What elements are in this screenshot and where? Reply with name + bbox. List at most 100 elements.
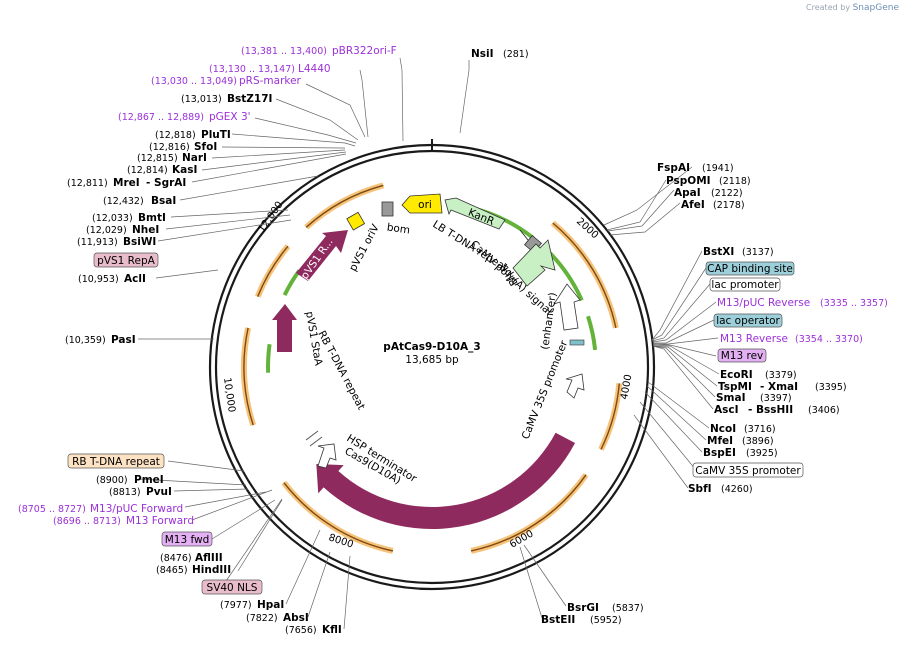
leader-lines (137, 57, 720, 630)
label-bstxi[interactable]: BstXI (703, 246, 734, 258)
enhancer-arrow[interactable] (553, 283, 581, 331)
pvs1-oriv-label: pVS1 oriV (347, 222, 382, 274)
label-sbfi[interactable]: SbfI (688, 483, 712, 495)
label-apai[interactable]: ApaI (674, 187, 701, 199)
label-nari[interactable]: NarI (182, 152, 207, 164)
label-pbr322[interactable]: pBR322ori-F (332, 45, 397, 57)
pvs1-repa-arrow[interactable] (296, 230, 348, 281)
rb-repeat-inner-label: RB T-DNA repeat (315, 329, 367, 412)
lac-segment[interactable] (569, 339, 585, 346)
label-mfei[interactable]: MfeI (707, 435, 733, 447)
label-pasi[interactable]: PasI (111, 334, 136, 346)
label-hpai[interactable]: HpaI (257, 599, 284, 611)
label-m13puc-reverse[interactable]: M13/pUC Reverse (717, 297, 810, 309)
label-bmti[interactable]: BmtI (138, 212, 166, 224)
label-pvui[interactable]: PvuI (146, 486, 172, 498)
label-m13-reverse-pos: (3354 .. 3370) (795, 334, 863, 345)
label-bsteii[interactable]: BstEII (541, 614, 575, 626)
label-pluti[interactable]: PluTI (201, 129, 231, 141)
tick-10000: 10,000 (221, 377, 237, 413)
label-mrei[interactable]: MreI (113, 177, 140, 189)
label-apai-pos: (2122) (711, 188, 743, 199)
pvs1-oriv-box[interactable] (346, 211, 366, 231)
label-kfli[interactable]: KflI (322, 624, 342, 636)
green-feature-arc[interactable] (282, 269, 301, 296)
pvs1-repa-box-label: pVS1 RepA (97, 255, 155, 267)
lac-operator-box[interactable] (713, 313, 783, 328)
kanr-arrow[interactable] (444, 197, 506, 230)
label-sfoi[interactable]: SfoI (194, 141, 217, 153)
label-xmai[interactable]: - XmaI (760, 381, 798, 393)
camv35s-box[interactable] (692, 462, 804, 478)
hsp-arrow[interactable] (317, 443, 337, 469)
blpr-arrow[interactable] (512, 239, 556, 287)
bom-box[interactable] (381, 201, 394, 217)
label-afei[interactable]: AfeI (681, 199, 705, 211)
label-bspei[interactable]: BspEI (703, 447, 736, 459)
orf-ring (241, 182, 623, 554)
label-tspmi[interactable]: TspMI (718, 381, 752, 393)
label-bsrgi[interactable]: BsrGI (567, 602, 599, 614)
label-absi-pos: (7822) (246, 613, 278, 624)
green-feature-arc[interactable] (586, 315, 598, 351)
label-bstz[interactable]: BstZ17I (227, 93, 272, 105)
label-ncoi[interactable]: NcoI (710, 423, 736, 435)
label-ecori[interactable]: EcoRI (720, 369, 753, 381)
green-feature-arc[interactable] (548, 251, 584, 302)
label-pspomi[interactable]: PspOMI (666, 175, 711, 187)
ori-arrow[interactable] (401, 193, 443, 214)
label-m13puc-forward[interactable]: M13/pUC Forward (90, 503, 183, 515)
label-hindiii[interactable]: HindIII (192, 564, 231, 576)
m13-rev-box[interactable] (717, 348, 767, 363)
cap-binding-box[interactable] (705, 261, 795, 276)
pvs1-staa-arrow[interactable] (272, 304, 297, 352)
plasmid-size: 13,685 bp (405, 354, 459, 366)
orf-segment-line (243, 327, 254, 426)
label-bsiwi[interactable]: BsiWI (123, 236, 156, 248)
orf-segment[interactable] (598, 383, 623, 451)
label-m13-forward[interactable]: M13 Forward (126, 515, 194, 527)
rb-repeat-box[interactable] (67, 453, 165, 469)
m13-rev-label: M13 rev (721, 350, 764, 362)
orf-segment[interactable] (254, 244, 291, 298)
green-feature-arc[interactable] (266, 343, 272, 373)
label-fspai[interactable]: FspAI (657, 162, 690, 174)
label-kasi[interactable]: KasI (172, 164, 197, 176)
pvs1-repa-box[interactable] (93, 252, 159, 268)
sv40-nls-box[interactable] (201, 579, 263, 595)
label-l4440[interactable]: L4440 (298, 63, 331, 75)
label-pluti-pos: (12,818) (155, 130, 196, 141)
lac-promoter-box[interactable] (709, 277, 781, 292)
label-nsii[interactable]: NsiI (471, 48, 494, 60)
label-absi[interactable]: AbsI (283, 612, 309, 624)
label-bsai[interactable]: BsaI (151, 195, 176, 207)
label-acli[interactable]: AclI (124, 273, 146, 285)
label-prs[interactable]: pRS-marker (239, 75, 302, 87)
label-pgex-pos: (12,867 .. 12,889) (118, 112, 204, 123)
label-smai[interactable]: SmaI (716, 392, 746, 404)
lac-operator-label: lac operator (716, 315, 780, 327)
orf-segment-line (305, 184, 384, 228)
right-labels: NsiI (281) FspAI (1941) PspOMI (2118) Ap… (471, 48, 888, 626)
label-l4440-pos: (13,130 .. 13,147) (209, 64, 295, 75)
label-pspomi-pos: (2118) (719, 176, 751, 187)
label-afliii[interactable]: AflIII (195, 552, 223, 564)
label-m13-reverse[interactable]: M13 Reverse (720, 333, 788, 345)
label-acli-pos: (10,953) (78, 274, 119, 285)
label-ecori-pos: (3379) (765, 370, 797, 381)
label-pmei[interactable]: PmeI (134, 474, 164, 486)
label-bsshii[interactable]: - BssHII (748, 404, 793, 416)
label-nhei[interactable]: NheI (132, 224, 159, 236)
label-asci[interactable]: AscI (714, 404, 739, 416)
label-hpai-pos: (7977) (220, 600, 252, 611)
credit-created-by: Created by (806, 3, 851, 12)
camv35s-box-label: CaMV 35S promoter (695, 465, 801, 477)
label-pgex[interactable]: pGEX 3' (209, 111, 251, 123)
camv35s-arrow[interactable] (565, 373, 585, 399)
cas9-arrow[interactable] (316, 432, 576, 529)
label-sgrai[interactable]: - SgrAI (146, 177, 186, 189)
label-pvui-pos: (8813) (109, 487, 141, 498)
orf-segment[interactable] (304, 182, 385, 230)
m13-fwd-box[interactable] (161, 531, 213, 547)
